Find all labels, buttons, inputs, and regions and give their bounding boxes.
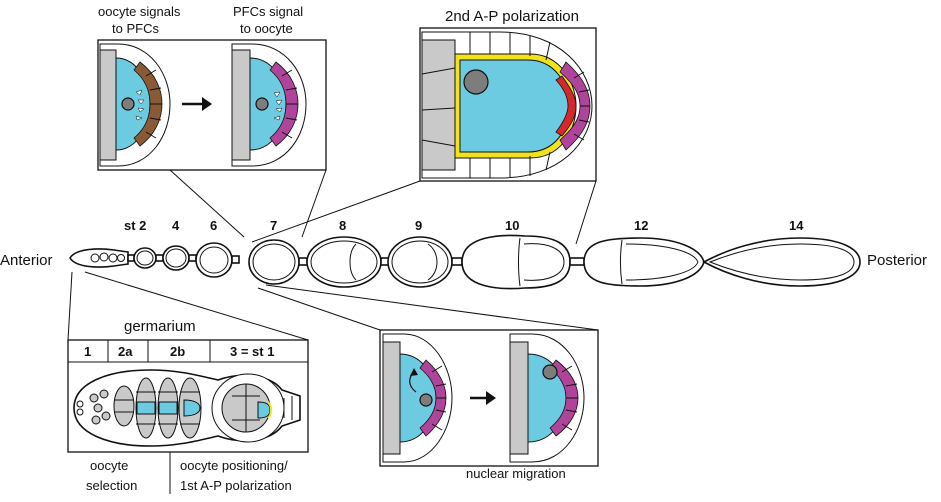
chamber-14 [702, 237, 861, 287]
inset1-right-label-line2: to oocyte [240, 21, 293, 36]
germarium-region-2b: 2b [170, 344, 185, 359]
chamber-9 [387, 236, 453, 288]
inset1-right-panel [231, 43, 307, 167]
germarium-caption-left-line2: selection [86, 478, 137, 493]
chamber-10 [461, 234, 571, 290]
chamber-4 [162, 245, 190, 271]
inset-signaling: oocyte signals to PFCs PFCs signal to oo… [97, 4, 327, 171]
stage-labels: st 2 4 6 7 8 9 10 12 14 [124, 218, 804, 233]
stage-label-9: 9 [415, 218, 422, 233]
oocyte-nucleus [463, 69, 489, 95]
germarium-region-2a: 2a [118, 344, 133, 359]
germarium-caption-left-line1: oocyte [90, 458, 128, 473]
inset-germarium: germarium 1 2a 2b 3 = st 1 [67, 318, 309, 453]
germarium-caption-right-line1: oocyte positioning/ [180, 458, 288, 473]
stage-label-4: 4 [172, 218, 180, 233]
inset1-left-panel [99, 43, 171, 167]
germarium-region-1: 1 [84, 344, 91, 359]
anterior-label: Anterior [0, 252, 53, 269]
right-arrow-icon [470, 391, 496, 405]
inset1-right-label-line1: PFCs signal [233, 4, 303, 19]
stage-label-7: 7 [270, 218, 277, 233]
stage-label-10: 10 [505, 218, 519, 233]
germarium-caption-right-line2: 1st A-P polarization [180, 478, 292, 493]
inset1-left-label-line2: to PFCs [112, 21, 159, 36]
posterior-label: Posterior [867, 252, 927, 269]
chamber-12 [583, 237, 705, 287]
stage-label-12: 12 [634, 218, 648, 233]
inset1-left-label-line1: oocyte signals [98, 4, 181, 19]
stage-label-14: 14 [789, 218, 804, 233]
egg-chamber-chain [69, 234, 861, 290]
connector-lines [67, 169, 599, 341]
inset-second-ap-polarization: 2nd A-P polarization [419, 8, 597, 182]
stage-label-6: 6 [210, 218, 217, 233]
germarium-region-3: 3 = st 1 [230, 344, 274, 359]
inset2-title: 2nd A-P polarization [445, 8, 579, 25]
germarium-title: germarium [124, 318, 196, 335]
stage-label-8: 8 [339, 218, 346, 233]
oocyte-nucleus [121, 97, 135, 111]
chamber-8 [306, 236, 382, 288]
white-arrowheads-icon [135, 89, 145, 121]
right-arrow-icon [182, 97, 212, 111]
stage-label-st2: st 2 [124, 218, 146, 233]
chamber-7 [248, 239, 300, 285]
inset-nuclear-migration [379, 329, 599, 467]
nuclear-migration-caption: nuclear migration [466, 466, 566, 481]
chamber-6 [195, 242, 233, 278]
